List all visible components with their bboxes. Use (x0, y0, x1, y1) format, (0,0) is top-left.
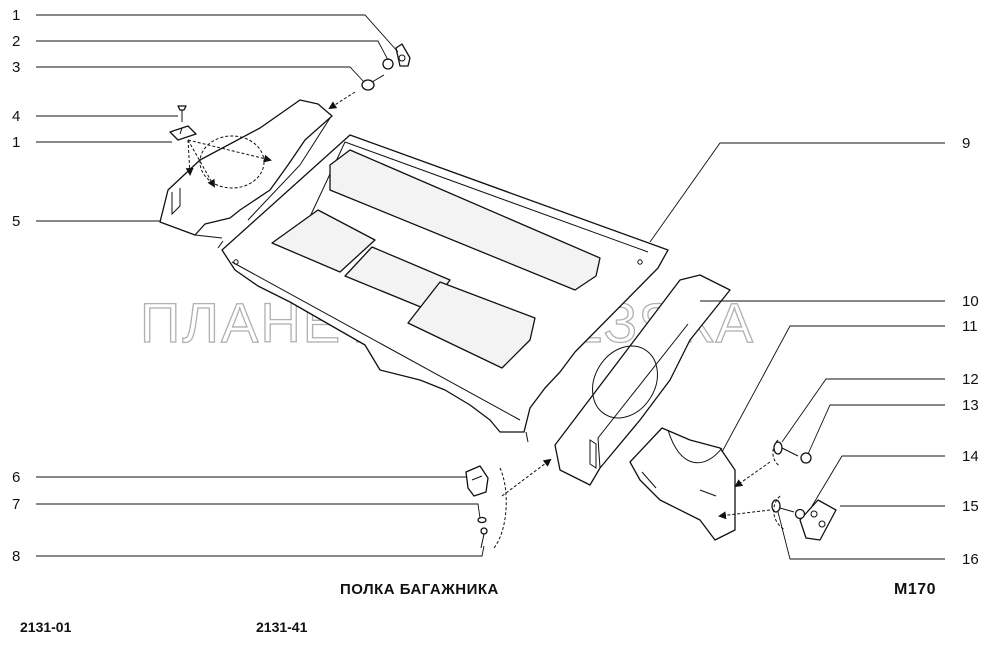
right-bolt-part (773, 441, 799, 457)
callout-label: 10 (962, 293, 979, 310)
callout-label: 15 (962, 498, 979, 515)
clamp-part (465, 465, 489, 497)
callout-label: 1 (12, 134, 20, 151)
speaker-panel-part (554, 274, 731, 486)
right-nut-part (800, 452, 812, 464)
callout-label: 4 (12, 108, 20, 125)
model-variant-label: 2131-01 (20, 619, 72, 635)
screw-part (177, 105, 187, 122)
callout-label: 16 (962, 551, 979, 568)
callout-label: 1 (12, 7, 20, 24)
callout-label: 2 (12, 33, 20, 50)
pin-part (480, 527, 488, 549)
clip-part (395, 43, 411, 67)
callout-label: 13 (962, 397, 979, 414)
callout-label: 5 (12, 213, 20, 230)
callout-label: 3 (12, 59, 20, 76)
spacer-plate-part (799, 499, 837, 541)
lower-bolt-part (771, 499, 795, 513)
lower-nut-part (794, 508, 806, 520)
callout-labels: 1 2 3 4 1 5 6 7 8 9 10 11 12 13 14 15 16 (12, 7, 979, 568)
left-support-part (159, 99, 333, 239)
callout-label: 9 (962, 135, 970, 152)
trunk-shelf-part (217, 134, 669, 443)
washer-part (477, 516, 487, 524)
callout-leaders (36, 14, 945, 560)
callout-label: 11 (962, 318, 978, 335)
left-clip-part (169, 125, 197, 141)
bracket-part (629, 427, 736, 541)
diagram-title: ПОЛКА БАГАЖНИКА (340, 581, 499, 598)
callout-label: 7 (12, 496, 20, 513)
figure-code: М170 (894, 581, 937, 598)
callout-label: 12 (962, 371, 979, 388)
callout-label: 6 (12, 469, 20, 486)
bolt-with-washer-part (361, 74, 385, 91)
callout-label: 14 (962, 448, 979, 465)
model-variant-label: 2131-41 (256, 619, 308, 635)
nut-part (382, 58, 394, 70)
callout-label: 8 (12, 548, 20, 565)
